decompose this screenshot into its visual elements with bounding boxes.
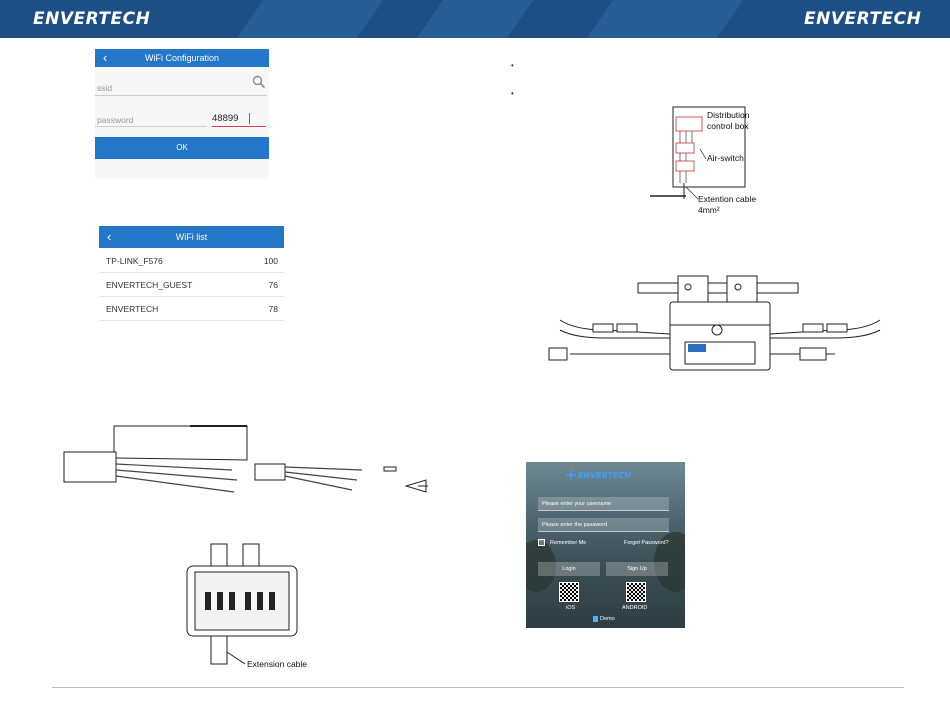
remember-me-label: Remember Me bbox=[550, 540, 587, 546]
wifi-list-titlebar: ‹ WiFi list bbox=[99, 226, 284, 248]
password-input[interactable]: 48899 bbox=[212, 113, 239, 124]
junction-box-drawing: Extension cable bbox=[186, 543, 307, 669]
bullet-point: • bbox=[511, 61, 514, 70]
wifi-name: ENVERTECH_GUEST bbox=[106, 280, 193, 290]
android-qr-code[interactable] bbox=[626, 582, 646, 602]
wifi-list-title: WiFi list bbox=[175, 232, 208, 242]
password-underline bbox=[95, 126, 207, 127]
wifi-list-item[interactable]: ENVERTECH 78 bbox=[99, 297, 284, 321]
sign-up-button[interactable]: Sign Up bbox=[606, 562, 668, 576]
brand-logo-left: ENVERTECH bbox=[33, 9, 151, 29]
background-tree bbox=[654, 532, 685, 592]
android-label: ANDROID bbox=[622, 605, 648, 611]
extention-cable-label: Extention cable bbox=[698, 194, 756, 204]
wifi-signal: 100 bbox=[263, 256, 278, 266]
app-brand: ENVERTECH bbox=[578, 471, 632, 480]
app-login-screen: ENVERTECH Please enter your username Ple… bbox=[526, 462, 685, 628]
microinverter-drawing bbox=[548, 275, 881, 371]
wifi-list-item[interactable]: ENVERTECH_GUEST 76 bbox=[99, 273, 284, 297]
login-button[interactable]: Login bbox=[538, 562, 600, 576]
search-icon[interactable] bbox=[252, 75, 266, 89]
ssid-underline bbox=[95, 95, 267, 96]
password-field-label: password bbox=[97, 115, 134, 125]
remember-me-checkbox[interactable] bbox=[538, 539, 545, 546]
distribution-box-diagram: Distribution control box Air-switch Exte… bbox=[650, 106, 756, 215]
brand-logo-right: ENVERTECH bbox=[804, 9, 922, 29]
demo-link[interactable]: Demo bbox=[600, 616, 615, 622]
wifi-name: ENVERTECH bbox=[106, 304, 159, 314]
wifi-config-title: WiFi Configuration bbox=[144, 53, 220, 63]
demo-icon bbox=[593, 616, 598, 622]
distribution-box-label: control box bbox=[707, 121, 749, 131]
forget-password-link[interactable]: Forget Password? bbox=[624, 540, 669, 546]
wifi-name: TP-LINK_F576 bbox=[106, 256, 163, 266]
bullet-point: • bbox=[511, 89, 514, 98]
ok-button[interactable]: OK bbox=[95, 137, 269, 159]
cable-size-label: 4mm² bbox=[698, 205, 720, 215]
wifi-signal: 78 bbox=[268, 304, 278, 314]
footer-divider bbox=[52, 687, 904, 688]
banner-stripe bbox=[236, 0, 384, 38]
wifi-list-screen: ‹ WiFi list TP-LINK_F576 100 ENVERTECH_G… bbox=[99, 226, 284, 321]
cable-wiring-sketch bbox=[63, 425, 428, 493]
wifi-config-titlebar: ‹ WiFi Configuration bbox=[95, 49, 269, 67]
banner-stripe bbox=[416, 0, 534, 38]
back-chevron-icon[interactable]: ‹ bbox=[107, 229, 112, 244]
banner-stripe bbox=[586, 0, 744, 38]
ssid-field[interactable]: ssid bbox=[97, 83, 113, 93]
wifi-signal: 76 bbox=[268, 280, 278, 290]
ios-label: iOS bbox=[566, 605, 576, 611]
password-focus-underline bbox=[212, 126, 266, 127]
ios-qr-code[interactable] bbox=[559, 582, 579, 602]
extension-cable-label: Extension cable bbox=[247, 659, 307, 669]
air-switch-label: Air-switch bbox=[707, 153, 744, 163]
back-chevron-icon[interactable]: ‹ bbox=[103, 50, 108, 65]
envertech-logo-icon bbox=[566, 470, 576, 480]
header-banner: ENVERTECH ENVERTECH bbox=[0, 0, 950, 38]
app-password-input[interactable]: Please enter the password bbox=[538, 518, 669, 532]
username-input[interactable]: Please enter your username bbox=[538, 497, 669, 511]
wifi-configuration-screen: ‹ WiFi Configuration ssid password 48899… bbox=[95, 49, 269, 179]
wifi-list-item[interactable]: TP-LINK_F576 100 bbox=[99, 249, 284, 273]
distribution-box-label: Distribution bbox=[707, 110, 750, 120]
text-cursor bbox=[249, 113, 250, 124]
